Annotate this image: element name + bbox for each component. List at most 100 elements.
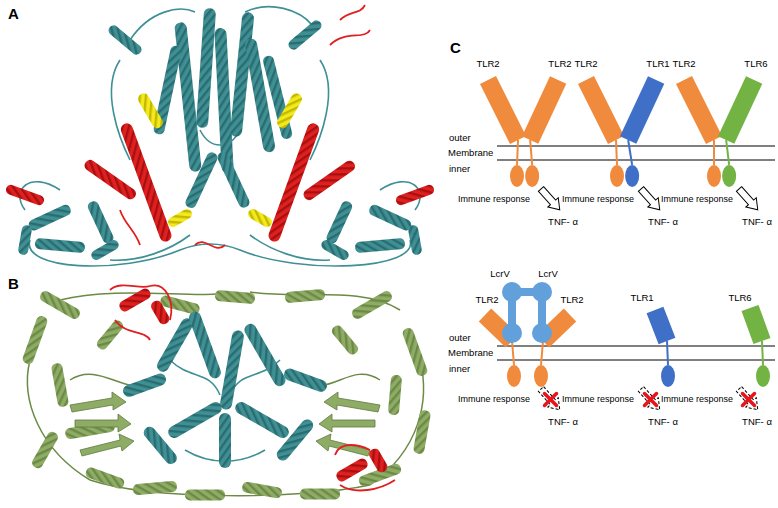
- tir-domain: [722, 165, 736, 187]
- helix-ribbon: [17, 8, 422, 262]
- beta-strand: [316, 434, 370, 456]
- tir-domain: [534, 365, 548, 387]
- helix-ribbon: [244, 38, 276, 153]
- helix-highlight-red: [149, 299, 171, 326]
- helix-highlight-red: [4, 183, 45, 206]
- helix-highlight-red: [394, 183, 435, 206]
- helix-ribbon: [215, 290, 256, 304]
- transmembrane-stalk: [726, 140, 729, 165]
- helix-ribbon: [401, 327, 428, 378]
- helix-ribbon: [320, 238, 351, 262]
- receptor-label: TLR2: [672, 59, 695, 69]
- lcrv-lobe: [502, 282, 522, 302]
- protein-loop: [250, 235, 330, 260]
- receptor-label: TLR1: [646, 59, 669, 69]
- receptor-label: TLR1: [630, 293, 653, 303]
- blocked-signal-arrow: [734, 384, 763, 414]
- annotation-label: outer: [449, 133, 471, 143]
- helix-ribbon: [350, 289, 394, 321]
- lcrv-lobe: [532, 282, 552, 302]
- transmembrane-stalk: [761, 341, 764, 365]
- helix-highlight-yellow: [136, 92, 304, 229]
- helix-ribbon: [413, 409, 431, 454]
- helix-ribbon: [282, 367, 328, 394]
- helix-ribbon: [38, 289, 82, 321]
- helix-highlight-red: [118, 287, 390, 484]
- helix-ribbon: [300, 489, 340, 500]
- receptor-node: TLR1: [618, 55, 676, 189]
- panel-letter: B: [8, 276, 19, 293]
- protein-loop: [29, 240, 410, 266]
- blocked-signal-arrow: [636, 384, 665, 414]
- panel-letter: A: [8, 6, 19, 23]
- signal-arrow: [536, 184, 565, 214]
- membrane-line: [497, 360, 775, 361]
- receptor-shape: [470, 55, 528, 189]
- protein-loop: [28, 292, 424, 496]
- helix-ribbon: [121, 310, 328, 468]
- helix-ribbon: [407, 224, 422, 255]
- helix-ribbon: [325, 200, 354, 245]
- helix-ribbon: [174, 22, 202, 172]
- receptor-node: TLR6: [716, 55, 774, 189]
- helix-ribbon: [184, 151, 219, 210]
- loop-highlight-red: [115, 320, 150, 340]
- loop-highlight-red: [340, 480, 395, 490]
- helix-ribbon: [95, 318, 125, 351]
- helix-highlight-yellow: [246, 207, 274, 229]
- receptor-node: TLR2: [568, 55, 626, 189]
- receptor-shape: [666, 55, 724, 189]
- helix-ribbon: [330, 323, 360, 356]
- tir-domain: [707, 165, 721, 187]
- transmembrane-stalk: [530, 140, 532, 165]
- transmembrane-stalk: [628, 140, 632, 165]
- annotation-label: inner: [449, 364, 470, 374]
- signal-arrow: [734, 184, 763, 214]
- annotation-label: TNF- α: [548, 217, 578, 227]
- blocked-signal-arrow: [536, 384, 763, 414]
- helix-highlight-red: [4, 122, 435, 244]
- annotation-label: Immune response: [661, 395, 733, 405]
- receptor-ectodomain: [676, 76, 722, 144]
- receptor-shape: [722, 289, 772, 389]
- receptor-label: TLR2: [475, 295, 498, 305]
- beta-strand: [319, 414, 375, 432]
- annotation-label: TNF- α: [742, 417, 772, 427]
- helix-ribbon: [241, 481, 282, 499]
- annotation-label: Immune response: [562, 395, 634, 405]
- helix-ribbon: [242, 322, 287, 389]
- membrane-line: [497, 146, 775, 360]
- helix-ribbon: [155, 316, 195, 374]
- helix-ribbon: [166, 400, 224, 440]
- loop-highlight-red: [195, 242, 225, 248]
- loop-highlight-red: [120, 5, 370, 248]
- helix-ribbon: [216, 150, 251, 209]
- helix-ribbon: [17, 224, 32, 255]
- lcrv-lobe: [502, 323, 522, 343]
- membrane-line: [497, 346, 775, 347]
- receptor-label: TLR2: [560, 295, 583, 305]
- helix-ribbon: [233, 400, 291, 440]
- helix-highlight-red: [367, 447, 389, 474]
- helix-ribbon: [51, 362, 69, 407]
- receptor-label: LcrV: [490, 269, 510, 279]
- helix-ribbon: [286, 18, 323, 51]
- receptor-ectodomain: [578, 76, 624, 144]
- beta-strand: [75, 414, 131, 432]
- lcrv-dimer: LcrVLcrV: [482, 265, 566, 345]
- receptor-label: TLR2: [476, 59, 499, 69]
- block-cross: [645, 394, 657, 406]
- helix-ribbon: [121, 372, 167, 399]
- beta-strand: [324, 392, 380, 412]
- helix-highlight-red: [118, 287, 153, 314]
- helix-ribbon: [90, 238, 121, 262]
- helix-ribbon: [35, 238, 86, 253]
- annotation-label: inner: [449, 164, 470, 174]
- helix-highlight-red: [267, 122, 321, 244]
- annotation-label: TNF- α: [648, 417, 678, 427]
- receptor-ectodomain: [718, 76, 762, 144]
- loop-highlight-red: [335, 445, 370, 455]
- helix-ribbon: [388, 375, 402, 416]
- receptor-ectodomain: [741, 305, 770, 344]
